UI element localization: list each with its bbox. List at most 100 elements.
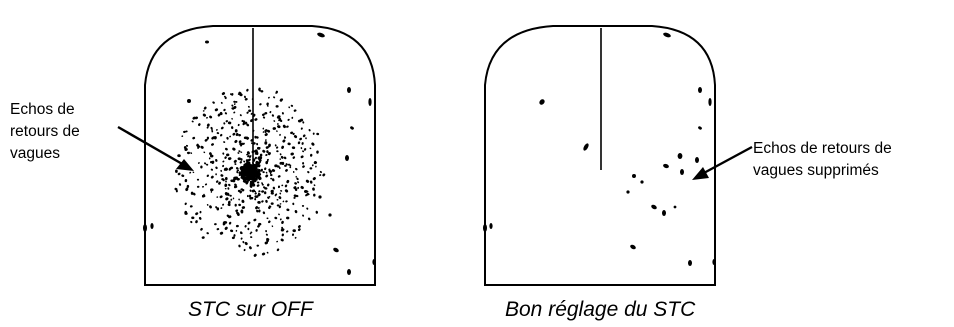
target-echo bbox=[372, 259, 375, 265]
clutter-dot bbox=[286, 179, 290, 183]
clutter-dot bbox=[179, 183, 182, 186]
clutter-dot bbox=[256, 245, 259, 247]
clutter-dot bbox=[276, 150, 279, 152]
clutter-dot bbox=[190, 205, 193, 208]
clutter-dot bbox=[299, 137, 303, 141]
target-echo bbox=[698, 87, 702, 93]
clutter-dot bbox=[215, 159, 218, 162]
clutter-dot bbox=[293, 109, 296, 112]
clutter-dot bbox=[287, 142, 291, 145]
clutter-dot bbox=[256, 184, 260, 188]
arrowhead-right bbox=[692, 167, 709, 180]
clutter-dot bbox=[268, 96, 271, 98]
clutter-dot bbox=[233, 197, 235, 199]
clutter-dot bbox=[267, 183, 270, 187]
clutter-dot bbox=[262, 131, 264, 133]
annotation-right-line-1: Echos de retours de bbox=[753, 140, 892, 157]
clutter-dot bbox=[272, 186, 275, 189]
clutter-dot bbox=[281, 233, 284, 236]
clutter-dot bbox=[313, 184, 316, 187]
clutter-dot bbox=[234, 139, 238, 143]
clutter-dot bbox=[291, 117, 293, 119]
clutter-dot bbox=[181, 135, 183, 137]
clutter-dot bbox=[295, 176, 297, 178]
clutter-dot bbox=[191, 216, 194, 219]
clutter-dot bbox=[242, 241, 245, 244]
clutter-dot bbox=[262, 149, 266, 153]
clutter-dot bbox=[241, 206, 245, 210]
clutter-dot bbox=[222, 203, 225, 206]
clutter-dot bbox=[278, 185, 280, 188]
target-echo bbox=[538, 98, 546, 106]
clutter-dot bbox=[273, 120, 276, 122]
clutter-dot bbox=[232, 147, 236, 151]
clutter-dot bbox=[233, 111, 236, 113]
clutter-dot bbox=[281, 220, 284, 224]
clutter-dot bbox=[319, 174, 322, 177]
clutter-dot bbox=[285, 169, 289, 173]
clutter-dot bbox=[315, 211, 318, 214]
clutter-dot bbox=[294, 237, 297, 239]
clutter-dot bbox=[203, 110, 205, 112]
clutter-dot bbox=[282, 139, 286, 143]
clutter-dot bbox=[230, 229, 234, 232]
clutter-dot bbox=[296, 177, 299, 180]
clutter-dot bbox=[253, 218, 257, 222]
clutter-dot bbox=[264, 133, 268, 137]
clutter-dot bbox=[239, 161, 242, 164]
clutter-dot bbox=[316, 133, 319, 136]
clutter-dot bbox=[222, 160, 225, 162]
clutter-dot bbox=[265, 200, 268, 204]
clutter-dot bbox=[215, 166, 218, 169]
clutter-dot bbox=[220, 102, 223, 105]
clutter-dot bbox=[207, 137, 209, 140]
clutter-dot bbox=[297, 224, 301, 228]
clutter-dot bbox=[220, 170, 222, 172]
clutter-dot bbox=[226, 137, 229, 140]
annotation-arrow-right bbox=[702, 147, 752, 174]
clutter-dot bbox=[304, 148, 307, 151]
clutter-dot bbox=[236, 225, 239, 228]
clutter-dot bbox=[276, 146, 279, 149]
clutter-dot bbox=[202, 186, 204, 188]
clutter-dot bbox=[281, 145, 285, 149]
clutter-dot bbox=[192, 116, 196, 120]
clutter-dot bbox=[219, 231, 223, 235]
target-echo bbox=[368, 98, 371, 106]
clutter-dot bbox=[217, 132, 220, 134]
annotation-line-2: retours de bbox=[10, 123, 80, 140]
clutter-dot bbox=[209, 205, 213, 209]
clutter-dot bbox=[272, 127, 276, 130]
clutter-dot bbox=[279, 203, 281, 205]
target-echo bbox=[350, 126, 355, 131]
clutter-dot bbox=[297, 141, 300, 144]
clutter-dot bbox=[310, 154, 313, 157]
clutter-dot bbox=[210, 126, 213, 129]
clutter-dot bbox=[257, 181, 260, 183]
clutter-dot bbox=[297, 181, 300, 184]
clutter-dot bbox=[271, 225, 273, 227]
clutter-dot bbox=[247, 228, 249, 231]
clutter-dot bbox=[240, 151, 242, 153]
clutter-dot bbox=[262, 171, 265, 173]
clutter-dot bbox=[237, 152, 240, 154]
target-echo bbox=[626, 190, 629, 193]
clutter-dot bbox=[224, 226, 228, 230]
clutter-dot bbox=[197, 186, 200, 188]
clutter-core-dot bbox=[251, 178, 255, 181]
clutter-dot bbox=[249, 189, 252, 192]
clutter-dot bbox=[223, 122, 225, 125]
clutter-dot bbox=[221, 92, 225, 96]
radar-display-stc-adjusted bbox=[483, 26, 716, 285]
clutter-dot bbox=[232, 132, 236, 136]
target-echo bbox=[678, 153, 683, 159]
clutter-dot bbox=[248, 105, 251, 108]
clutter-dot bbox=[285, 200, 288, 202]
clutter-dot bbox=[187, 185, 190, 188]
caption-stc-off: STC sur OFF bbox=[188, 298, 314, 321]
clutter-dot bbox=[280, 190, 282, 192]
clutter-dot bbox=[302, 150, 305, 152]
clutter-dot bbox=[302, 134, 306, 138]
clutter-dot bbox=[203, 106, 207, 110]
clutter-dot bbox=[300, 147, 302, 150]
